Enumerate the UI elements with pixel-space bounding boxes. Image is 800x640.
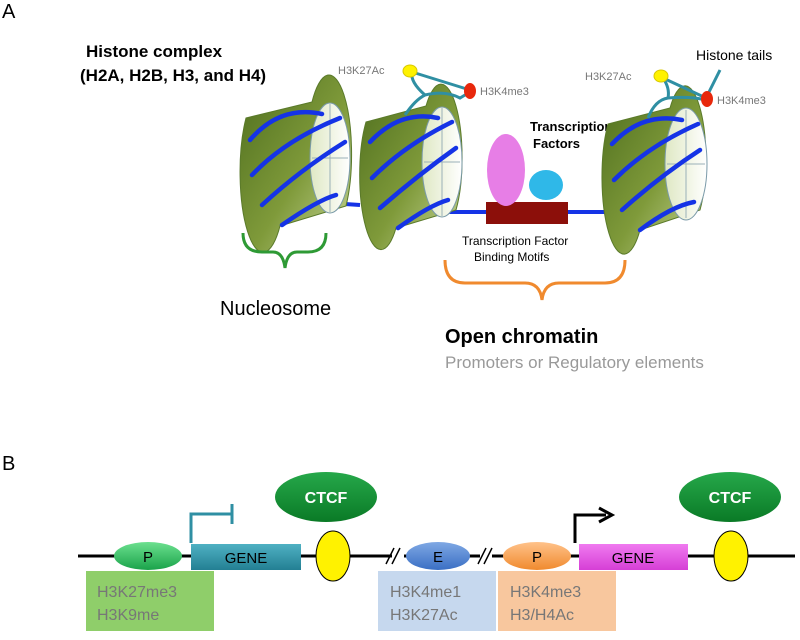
promoter-right-label: P bbox=[532, 549, 542, 566]
promoter-left-label: P bbox=[143, 549, 153, 566]
nucleosome-label: Nucleosome bbox=[220, 298, 331, 320]
methyl-mark-icon bbox=[464, 83, 476, 99]
tf-binding-motif bbox=[486, 202, 568, 224]
histone-tails-label: Histone tails bbox=[696, 47, 772, 63]
gene-right bbox=[579, 544, 688, 570]
motif-label-line1: Transcription Factor bbox=[462, 234, 568, 248]
promoter-right bbox=[503, 542, 571, 570]
repressive-mark-2: H3K9me bbox=[97, 607, 159, 624]
ctcf-left-label: CTCF bbox=[305, 490, 348, 507]
h3k4me3-label-1: H3K4me3 bbox=[480, 86, 529, 98]
nucleosome-1 bbox=[239, 74, 353, 253]
open-chromatin-bracket bbox=[443, 259, 627, 301]
open-chromatin-label: Open chromatin bbox=[445, 326, 598, 348]
line-break-1-icon bbox=[385, 547, 401, 565]
panel-b-label: B bbox=[2, 453, 15, 475]
nucleosome-2: H3K27Ac H3K4me3 bbox=[338, 64, 529, 251]
repressive-mark-1: H3K27me3 bbox=[97, 584, 177, 601]
enhancer-mark-1: H3K4me1 bbox=[390, 584, 461, 601]
line-break-2-icon bbox=[477, 547, 493, 565]
promoter-marks-box bbox=[498, 571, 616, 631]
enhancer-marks-box bbox=[378, 571, 496, 631]
ctcf-right bbox=[679, 472, 781, 522]
panel-a-label: A bbox=[2, 1, 16, 23]
active-tss-arrowhead-icon bbox=[598, 506, 616, 524]
h3k4me3-label-2: H3K4me3 bbox=[717, 95, 766, 107]
insulator-left bbox=[315, 530, 351, 582]
h3k27ac-label-2: H3K27Ac bbox=[585, 71, 632, 83]
h3k27ac-label-1: H3K27Ac bbox=[338, 65, 385, 77]
active-tss-arrow-icon bbox=[573, 513, 606, 543]
histone-complex-title: Histone complex bbox=[86, 42, 223, 61]
tf-blue-icon bbox=[529, 170, 563, 200]
tf-label-line1: Transcription bbox=[530, 119, 612, 134]
promoter-mark-1: H3K4me3 bbox=[510, 584, 581, 601]
insulator-right bbox=[713, 530, 749, 582]
tf-label-line2: Factors bbox=[533, 136, 580, 151]
nucleosome-bracket bbox=[241, 232, 328, 269]
promoter-mark-2: H3/H4Ac bbox=[510, 607, 574, 624]
enhancer bbox=[406, 542, 470, 570]
gene-right-label: GENE bbox=[612, 550, 655, 567]
motif-label-line2: Binding Motifs bbox=[474, 250, 549, 264]
acetyl-mark-icon-2 bbox=[653, 69, 669, 83]
acetyl-mark-icon bbox=[402, 64, 418, 78]
gene-left-label: GENE bbox=[225, 550, 268, 567]
ctcf-right-label: CTCF bbox=[709, 490, 752, 507]
enhancer-mark-2: H3K27Ac bbox=[390, 607, 458, 624]
ctcf-left bbox=[275, 472, 377, 522]
nucleosome-3: H3K27Ac H3K4me3 bbox=[585, 69, 766, 255]
enhancer-label: E bbox=[433, 549, 443, 566]
promoter-left bbox=[114, 542, 182, 570]
open-chromatin-subtitle: Promoters or Regulatory elements bbox=[445, 353, 704, 372]
gene-left bbox=[191, 544, 301, 570]
tf-pink-icon bbox=[487, 134, 525, 206]
repressive-marks-box bbox=[86, 571, 214, 631]
methyl-mark-icon-2 bbox=[701, 91, 713, 107]
repressed-tss-icon bbox=[189, 504, 234, 543]
histone-complex-subtitle: (H2A, H2B, H3, and H4) bbox=[80, 66, 266, 85]
